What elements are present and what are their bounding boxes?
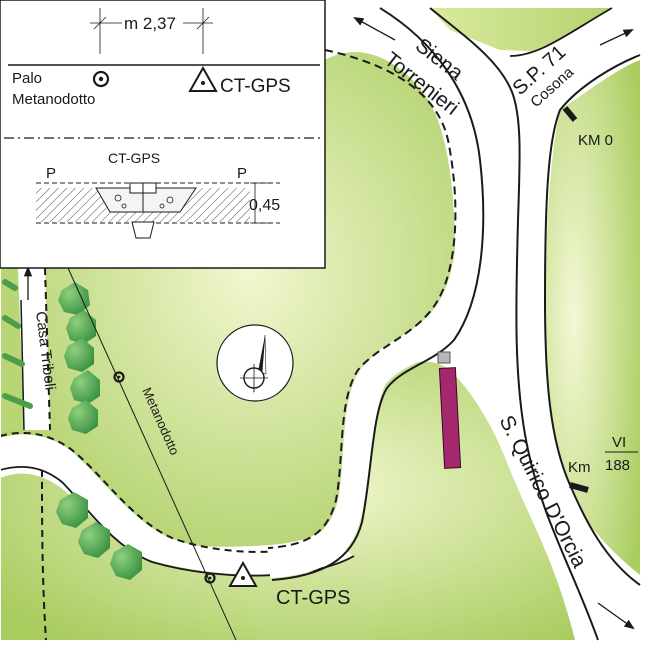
building-long — [438, 367, 462, 469]
field-left-strip — [0, 268, 24, 432]
road-edge-dashed — [267, 49, 457, 549]
arrow-siena-icon — [353, 16, 396, 41]
road-bend — [0, 434, 352, 575]
tree-icon — [56, 492, 88, 528]
field-right — [545, 60, 640, 575]
pole-legend-icon — [92, 70, 110, 88]
tree-icon — [64, 338, 94, 372]
km-number-label: VI — [612, 434, 626, 451]
ct-gps-legend-icon — [188, 65, 218, 92]
pipeline-pole-icon — [113, 371, 125, 383]
road-edge — [271, 7, 485, 581]
legend-inset: m 2,37 Palo Metanodotto CT-GPS CT-GPS P … — [0, 0, 326, 269]
legend-metanodotto: Metanodotto — [12, 91, 95, 108]
km-prefix-label: Km — [568, 459, 591, 476]
road-edge-dashed — [41, 469, 47, 641]
section-p-left: P — [46, 165, 56, 182]
pipeline-pole-icon — [204, 572, 216, 584]
road-edge-dashed — [0, 431, 338, 553]
road-edge — [509, 7, 613, 57]
pipeline-line — [67, 267, 237, 641]
ct-gps-marker-icon — [228, 560, 258, 587]
road-casa-triboli — [18, 268, 50, 430]
section-title: CT-GPS — [108, 150, 160, 166]
trees-left — [56, 282, 142, 580]
tree-icon — [78, 522, 110, 558]
road-edge — [543, 54, 641, 586]
tree-icon — [68, 400, 98, 434]
legend-palo: Palo — [12, 70, 42, 87]
legend-distance: m 2,37 — [124, 14, 176, 33]
legend-ct-gps: CT-GPS — [220, 76, 291, 97]
ct-gps-label: CT-GPS — [276, 587, 350, 609]
tree-icon — [66, 310, 96, 344]
arrow-sp71-icon — [599, 29, 634, 46]
compass — [216, 324, 294, 402]
km-post-icon — [569, 482, 589, 493]
vineyard-rows — [2, 279, 33, 409]
section-depth: 0,45 — [249, 197, 280, 214]
arrow-san-quirico-icon — [597, 602, 635, 630]
field-bottom — [0, 361, 575, 640]
km-marker-label: KM 0 — [578, 132, 613, 149]
tree-icon — [70, 370, 100, 404]
field-left — [0, 52, 455, 547]
section-p-right: P — [237, 165, 247, 182]
road-sp71 — [430, 8, 640, 640]
building-small — [437, 351, 451, 364]
road-edge-dashed — [44, 267, 51, 431]
km-post-icon — [562, 106, 578, 122]
tree-icon — [110, 544, 142, 580]
road-edge — [429, 7, 599, 641]
km-denominator-label: 188 — [605, 457, 630, 474]
tree-icon — [58, 282, 90, 315]
